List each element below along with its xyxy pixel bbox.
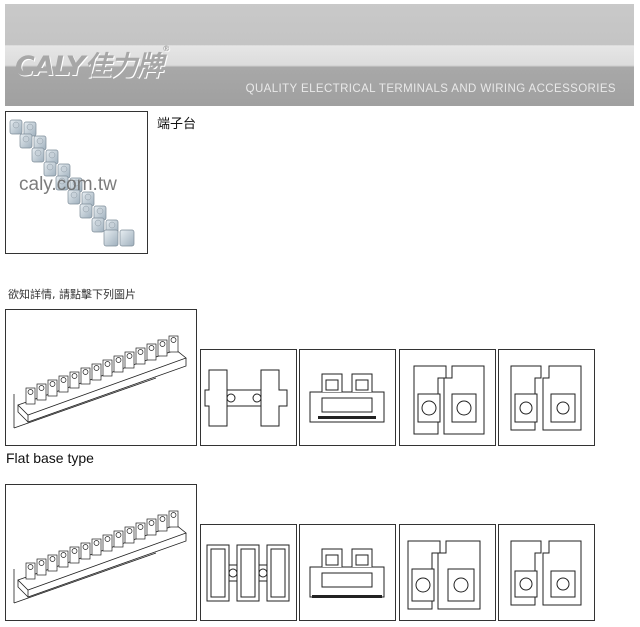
front-view-thumbnail[interactable] bbox=[299, 349, 396, 446]
rear-view-thumbnail[interactable] bbox=[498, 349, 595, 446]
flat-base-isometric-thumbnail[interactable] bbox=[5, 484, 197, 621]
flat-base-front-view-thumbnail[interactable] bbox=[299, 524, 396, 621]
flat-base-side-view-icon bbox=[407, 540, 481, 610]
terminal-rear-view-icon bbox=[510, 365, 582, 431]
header-banner: CALY佳力牌® QUALITY ELECTRICAL TERMINALS AN… bbox=[5, 4, 634, 106]
flat-base-front-view-icon bbox=[309, 548, 385, 598]
terminal-top-view-icon bbox=[204, 369, 288, 427]
flat-base-top-view-icon bbox=[206, 544, 290, 602]
flat-base-strip-isometric-icon bbox=[13, 510, 187, 604]
top-view-thumbnail[interactable] bbox=[200, 349, 297, 446]
flat-base-type-label: Flat base type bbox=[6, 450, 94, 466]
registered-mark: ® bbox=[162, 44, 170, 53]
flat-base-side-view-thumbnail[interactable] bbox=[399, 524, 496, 621]
caly-logo[interactable]: CALY佳力牌® bbox=[15, 44, 170, 83]
side-view-thumbnail[interactable] bbox=[399, 349, 496, 446]
flat-base-rear-view-thumbnail[interactable] bbox=[498, 524, 595, 621]
terminal-front-view-icon bbox=[309, 373, 385, 423]
terminal-strip-photo-icon bbox=[9, 119, 135, 247]
terminal-strip-isometric-icon bbox=[13, 335, 187, 429]
instructions-text: 欲知詳情, 請點擊下列圖片 bbox=[8, 288, 136, 301]
product-photo[interactable]: caly.com.tw bbox=[5, 111, 148, 254]
terminal-side-view-icon bbox=[413, 365, 485, 435]
flat-base-top-view-thumbnail[interactable] bbox=[200, 524, 297, 621]
photo-watermark: caly.com.tw bbox=[19, 174, 117, 195]
tagline: QUALITY ELECTRICAL TERMINALS AND WIRING … bbox=[245, 83, 616, 95]
flat-base-rear-view-icon bbox=[510, 540, 582, 606]
product-name: 端子台 bbox=[157, 117, 197, 132]
logo-text: CALY佳力牌 bbox=[15, 51, 163, 82]
terminal-strip-isometric-thumbnail[interactable] bbox=[5, 309, 197, 446]
